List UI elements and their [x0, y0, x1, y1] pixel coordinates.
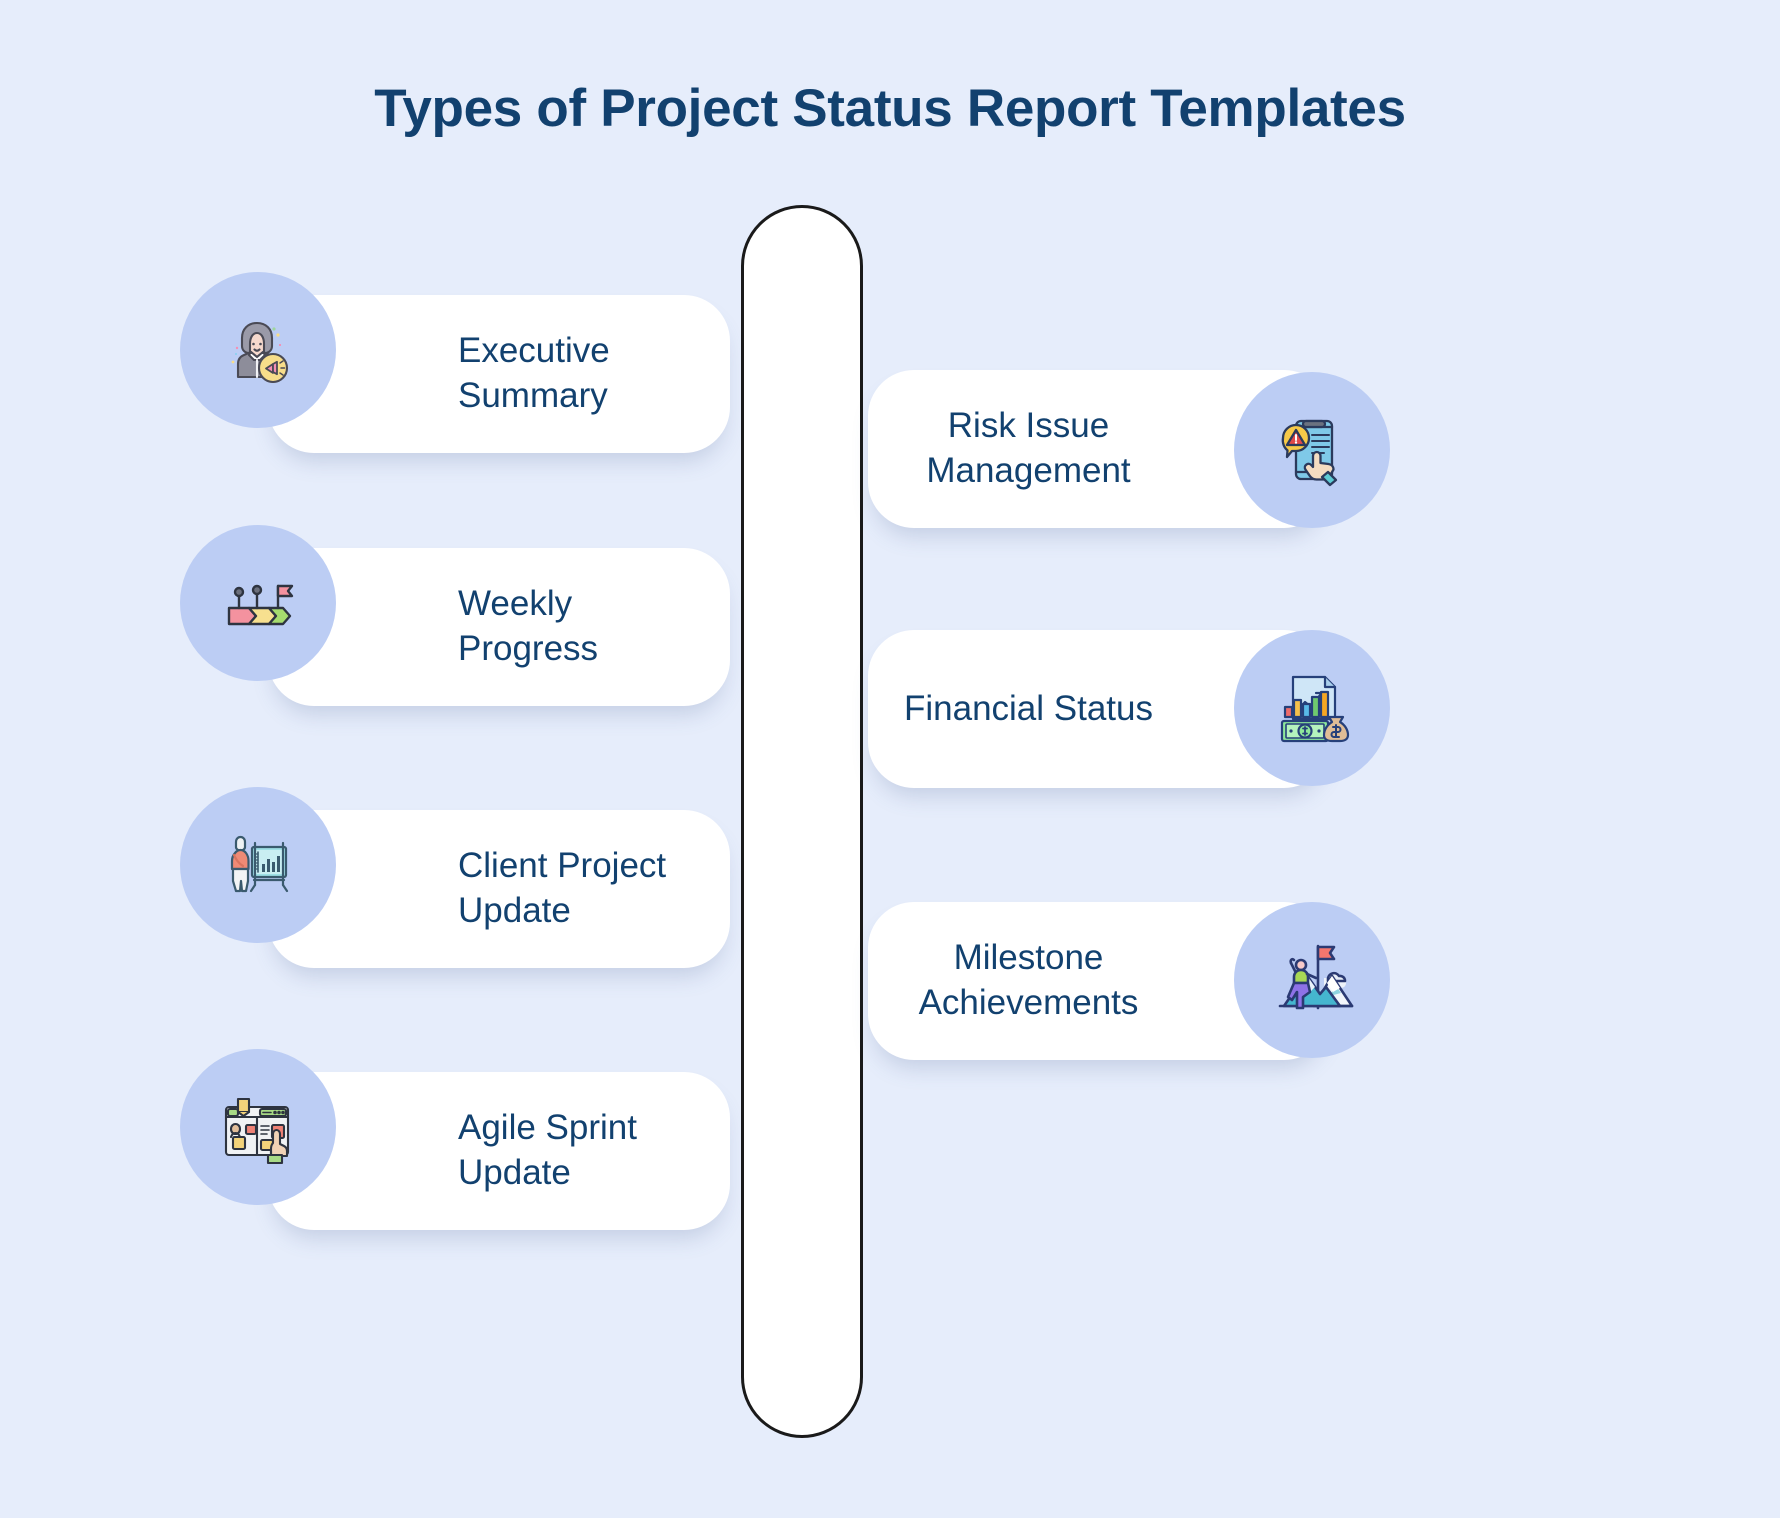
card-label: Client Project Update	[458, 846, 667, 930]
mountain-summit-flag-icon	[1234, 902, 1390, 1058]
card-weekly-progress[interactable]: Weekly Progress	[268, 548, 730, 706]
center-connector-pill	[741, 205, 863, 1438]
card-label: Agile Sprint Update	[458, 1108, 637, 1192]
roadmap-milestone-flag-icon	[180, 525, 336, 681]
card-executive-summary[interactable]: Executive Summary	[268, 295, 730, 453]
card-label: Milestone Achievements	[918, 938, 1139, 1022]
presenter-chart-easel-icon	[180, 787, 336, 943]
phone-alert-warning-icon	[1234, 372, 1390, 528]
card-label: Risk Issue Management	[926, 406, 1131, 490]
page-title: Types of Project Status Report Templates	[374, 79, 1406, 138]
card-label: Weekly Progress	[458, 584, 599, 668]
card-agile-sprint-update[interactable]: Agile Sprint Update	[268, 1072, 730, 1230]
businesswoman-megaphone-icon	[180, 272, 336, 428]
card-client-project-update[interactable]: Client Project Update	[268, 810, 730, 968]
card-label: Executive Summary	[458, 331, 610, 415]
kanban-board-hand-icon	[180, 1049, 336, 1205]
card-label: Financial Status	[903, 688, 1154, 728]
card-risk-issue-management[interactable]: Risk Issue Management	[868, 370, 1330, 528]
finance-chart-money-icon	[1234, 630, 1390, 786]
